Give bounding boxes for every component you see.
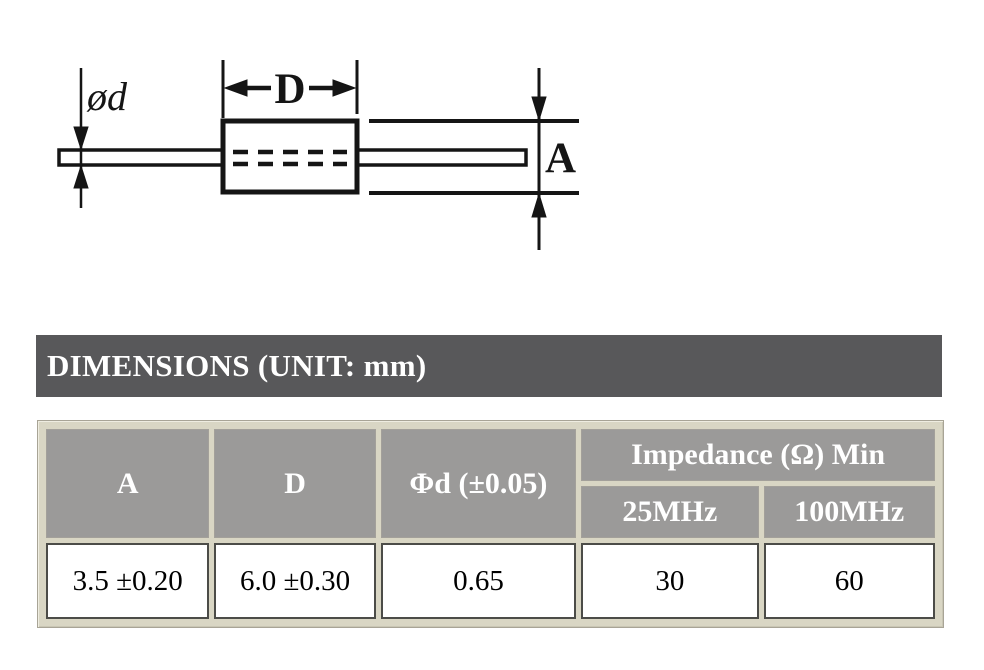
body-length-dimension: D: [221, 60, 359, 118]
component-body: [220, 118, 360, 195]
cell-phid-value: 0.65: [380, 543, 577, 619]
dimensions-table-frame: A D Φd (±0.05) Impedance (Ω) Min 25MHz 1…: [37, 420, 944, 628]
cell-impedance-25mhz-value: 30: [581, 543, 759, 619]
table-row: 3.5 ±0.20 6.0 ±0.30 0.65 30 60: [46, 543, 935, 619]
col-header-impedance-group: Impedance (Ω) Min: [581, 429, 935, 481]
label-lead-diameter: ød: [86, 74, 128, 119]
section-title: DIMENSIONS (UNIT: mm): [47, 348, 427, 383]
arrow-up-icon: [531, 192, 547, 218]
label-body-length: D: [274, 66, 305, 113]
col-header-phid: Φd (±0.05): [380, 429, 577, 538]
cell-d-value: 6.0 ±0.30: [214, 543, 376, 619]
cell-impedance-100mhz-value: 60: [763, 543, 935, 619]
header-row-sub: 25MHz 100MHz: [46, 486, 935, 538]
lead-diameter-dimension: ød: [73, 68, 128, 208]
header-row-top: A D Φd (±0.05) Impedance (Ω) Min: [46, 429, 935, 538]
cell-a-value: 3.5 ±0.20: [46, 543, 210, 619]
col-header-100mhz: 100MHz: [763, 486, 935, 538]
col-header-d: D: [214, 429, 376, 538]
arrow-left-icon: [223, 79, 248, 97]
component-dimension-diagram: ød D A: [57, 60, 579, 250]
arrow-down-icon: [73, 126, 89, 151]
arrow-down-icon: [531, 96, 547, 122]
arrow-up-icon: [73, 164, 89, 189]
label-body-diameter: A: [545, 135, 576, 182]
col-header-a: A: [46, 429, 210, 538]
body-diameter-dimension: A: [369, 68, 579, 250]
dimensions-table: A D Φd (±0.05) Impedance (Ω) Min 25MHz 1…: [41, 424, 940, 624]
col-header-25mhz: 25MHz: [581, 486, 759, 538]
section-header-bar: DIMENSIONS (UNIT: mm): [36, 335, 942, 397]
arrow-right-icon: [332, 79, 357, 97]
